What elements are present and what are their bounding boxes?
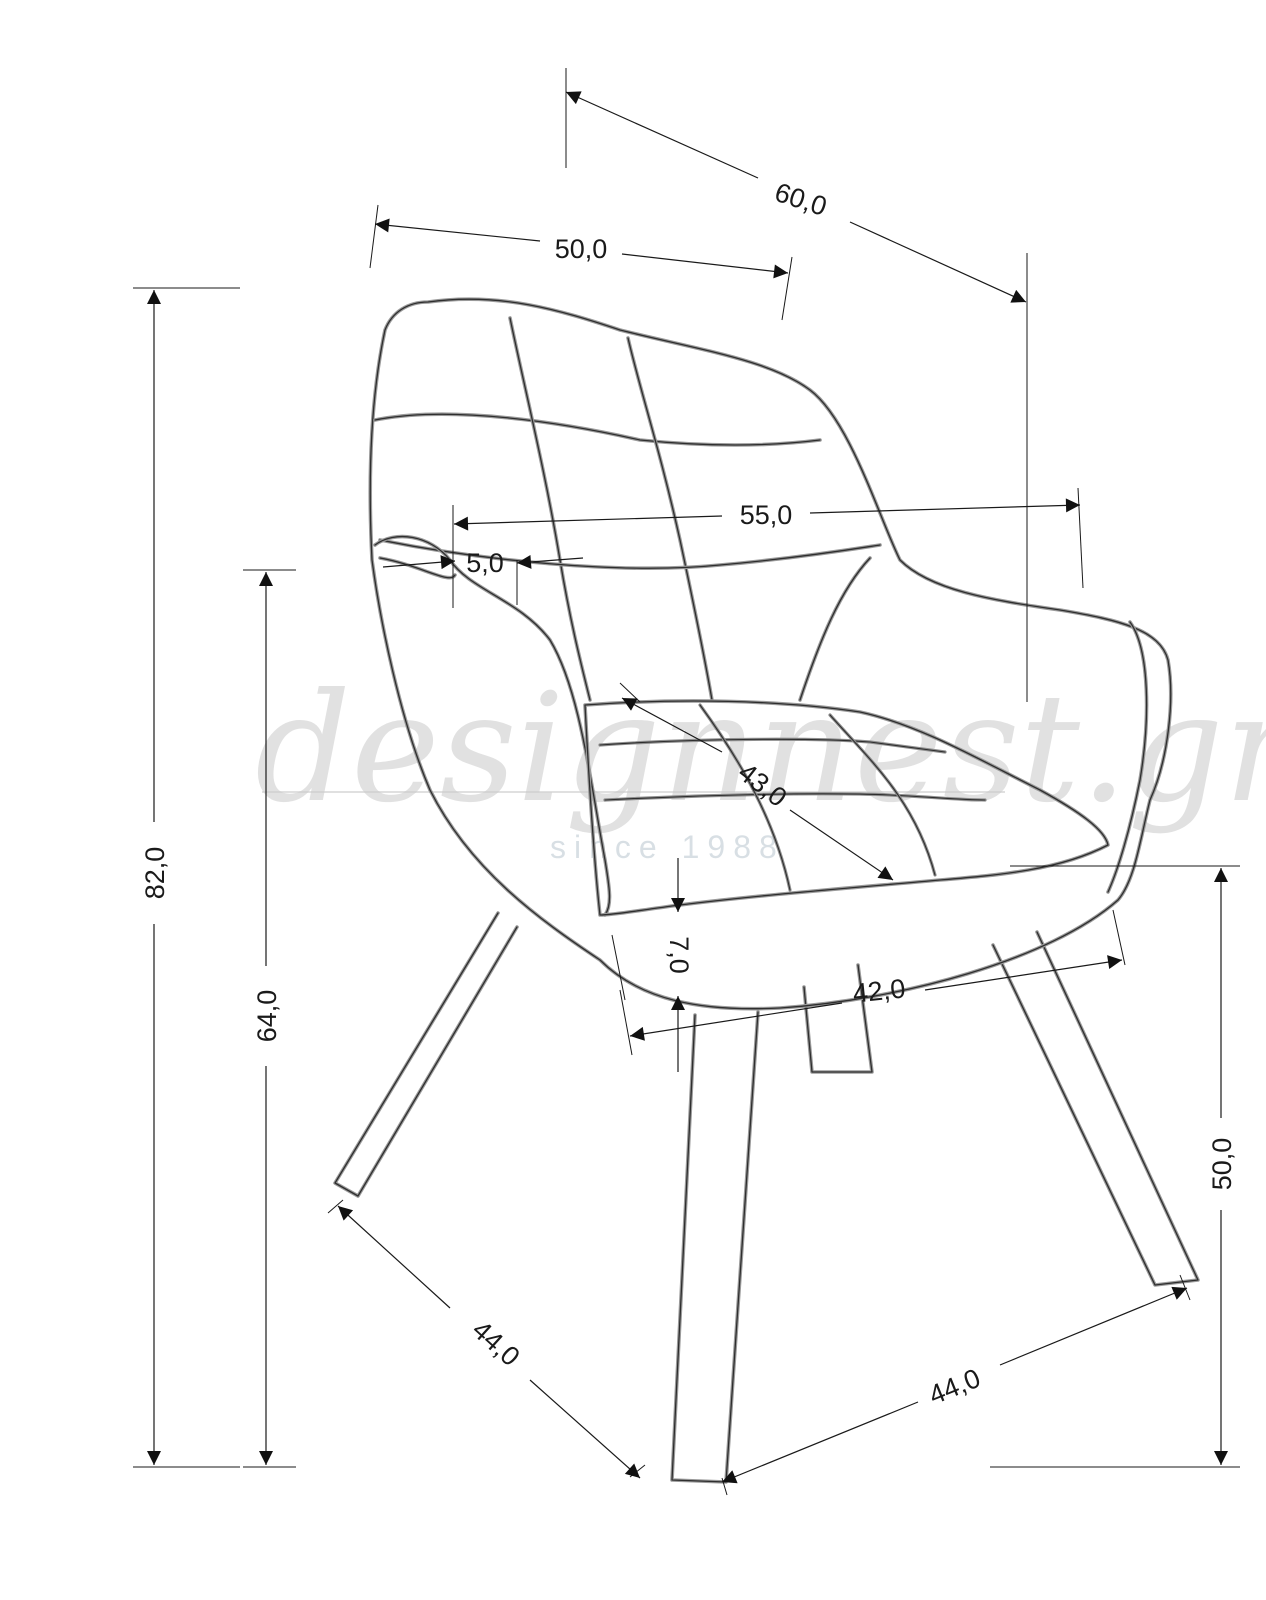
- dim-seat-width: 42,0: [619, 909, 1126, 1056]
- chair-right-arm: [798, 556, 1149, 894]
- arm-height-label: 64,0: [252, 990, 282, 1043]
- dim-total-depth: 60,0: [565, 68, 1028, 702]
- dim-total-height: 82,0: [133, 287, 240, 1468]
- leg-span-right-label: 44,0: [925, 1363, 985, 1411]
- total-depth-label: 60,0: [771, 177, 830, 222]
- seat-width-label: 42,0: [851, 973, 906, 1008]
- dim-arm-width: 5,0: [382, 548, 584, 605]
- dim-arm-height: 64,0: [243, 569, 296, 1468]
- total-height-label: 82,0: [140, 847, 170, 900]
- dim-backrest-width: 50,0: [369, 204, 793, 321]
- dim-leg-span-left: 44,0: [327, 1199, 646, 1479]
- dim-leg-span-right: 44,0: [721, 1274, 1191, 1496]
- arm-width-label: 5,0: [466, 548, 504, 578]
- watermark-brand: designnest.gr: [255, 662, 1266, 836]
- seat-thickness-label: 7,0: [664, 936, 694, 974]
- chair-backrest: [373, 316, 882, 702]
- watermark-tagline: since 1988: [550, 829, 785, 865]
- seat-height-label: 50,0: [1207, 1138, 1237, 1191]
- chair-outline: [333, 297, 1200, 1484]
- chair-legs: [333, 911, 1200, 1484]
- total-width-label: 55,0: [740, 500, 793, 530]
- chair-shell: [368, 297, 1173, 1011]
- dim-seat-thickness: 7,0: [611, 858, 694, 1072]
- leg-span-left-label: 44,0: [466, 1315, 525, 1372]
- backrest-width-label: 50,0: [555, 234, 608, 264]
- dim-seat-height: 50,0: [990, 865, 1240, 1468]
- dim-total-width: 55,0: [452, 487, 1084, 608]
- chair-seat: [583, 699, 1110, 917]
